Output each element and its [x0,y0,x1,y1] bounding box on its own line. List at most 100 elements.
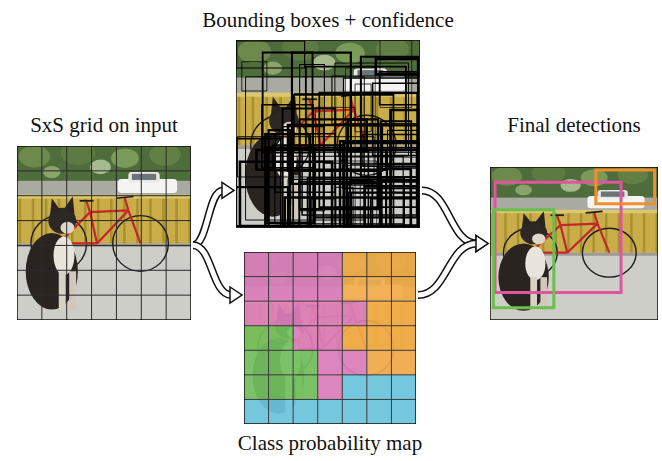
class-cell [244,375,269,400]
candidate-box [351,193,418,226]
class-cell [244,277,269,302]
panel-heading: Class probability map [238,432,422,455]
flow-arrow [193,245,242,303]
grid-line [244,399,416,400]
candidate-box [391,110,419,226]
tree-foliage [111,148,139,167]
detection-box [493,210,553,308]
class-cell [391,350,416,375]
class-cell [342,350,367,375]
arrow-outline [418,244,477,296]
class-cell [244,399,269,424]
class-cell [391,277,416,302]
bicycle-handlebar [586,211,603,213]
class-cell [391,375,416,400]
grid-line [141,146,142,320]
car-window [132,174,156,180]
illustration [17,146,191,320]
class-cell [391,301,416,326]
flow-arrow [193,182,234,245]
candidate-box [289,149,417,179]
tree-foliage [149,146,180,166]
class-cell [342,375,367,400]
grid-line [17,170,191,171]
dog-chest [54,236,75,274]
grid-line [268,252,269,424]
tree-foliage [19,146,50,167]
grid-line [293,252,294,424]
class-cell [244,301,269,326]
bicycle-frame [97,210,128,243]
arrow-inner [193,245,231,295]
bicycle-frame [561,224,598,226]
panel-frame [236,40,420,228]
class-cell [269,277,294,302]
candidate-box [237,41,305,68]
illustration [244,252,416,424]
dog-ear [64,196,74,213]
grid-line [91,146,92,320]
candidate-box [345,68,375,165]
class-cell [269,301,294,326]
class-cell [367,301,392,326]
grid-line [17,295,191,296]
grid-line [244,350,416,351]
grid-line [17,195,191,196]
car-roof [598,190,628,199]
class-cell [318,252,343,277]
candidate-box [347,126,418,226]
arrow-outline [193,190,223,245]
bicycle-frame [557,216,560,225]
grid-line [17,220,191,221]
candidate-box [380,72,419,105]
class-cell [367,326,392,351]
arrow-head [476,236,488,252]
bicycle-frame [128,210,140,243]
class-cell [269,375,294,400]
panel-frame [490,167,658,320]
bicycle-frame [90,210,128,212]
class-cell [318,301,343,326]
grid-line [17,245,191,246]
class-cell [293,301,318,326]
bicycle-handlebar [116,196,133,198]
floor [236,40,420,228]
floor [17,146,191,320]
class-cell [367,399,392,424]
class-cell [269,399,294,424]
class-cell [269,326,294,351]
railing-post [110,196,112,243]
class-cell [293,350,318,375]
class-cell [269,350,294,375]
class-cell [367,375,392,400]
dog-leg [540,277,547,311]
candidate-box [344,78,419,124]
grid-line [17,270,191,271]
class-cell [318,326,343,351]
grid-line [244,325,416,326]
candidate-box [346,157,418,185]
class-cell [367,252,392,277]
class-cell [342,277,367,302]
candidate-box [265,134,310,226]
grid-line [342,252,343,424]
class-cell [391,399,416,424]
dog-body [498,244,548,311]
candidate-box [268,148,314,223]
arrow-inner [193,190,223,245]
candidate-box [332,76,418,124]
bicycle-wheel [582,228,636,277]
dog-leg [59,271,66,309]
panel-illustration [244,252,416,424]
image-panel: Final detections [490,167,658,320]
candidate-box [363,135,418,167]
class-cell [318,350,343,375]
panel-heading: Bounding boxes + confidence [202,9,454,32]
candidate-box [361,57,418,177]
panel-heading: SxS grid on input [30,114,178,137]
flow-arrow [422,190,488,251]
image-panel: Bounding boxes + confidence [236,40,420,228]
class-cell [293,326,318,351]
bicycle-frame [598,224,610,253]
